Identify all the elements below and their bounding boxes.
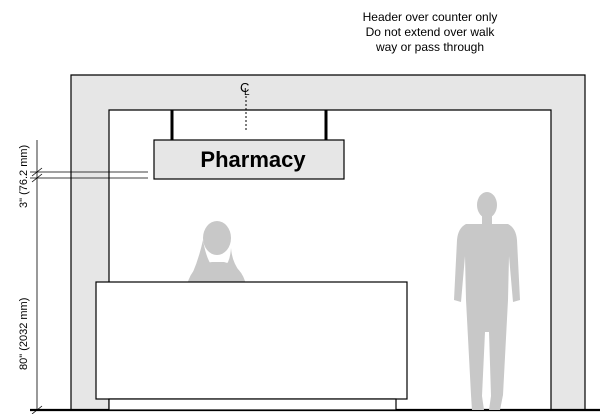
centerline-subscript: L: [244, 87, 250, 98]
header-note-line-3: way or pass through: [375, 40, 485, 54]
header-note-line-2: Do not extend over walk: [365, 25, 495, 39]
sign-label: Pharmacy: [200, 147, 306, 172]
header-note-line-1: Header over counter only: [362, 10, 498, 24]
header-note: Header over counter only Do not extend o…: [330, 10, 530, 55]
pharmacy-counter: [95, 281, 408, 400]
pharmacy-sign: [153, 139, 345, 180]
standing-person-figure: [454, 192, 520, 410]
centerline-symbol: C: [240, 80, 249, 95]
counter-base: [108, 398, 397, 411]
height-dimension-label: 80" (2032 mm): [18, 298, 30, 370]
seated-person-figure: [187, 221, 246, 285]
dimension-lines: [30, 140, 148, 414]
clearance-dimension-label: 3" (76.2 mm): [18, 145, 30, 208]
